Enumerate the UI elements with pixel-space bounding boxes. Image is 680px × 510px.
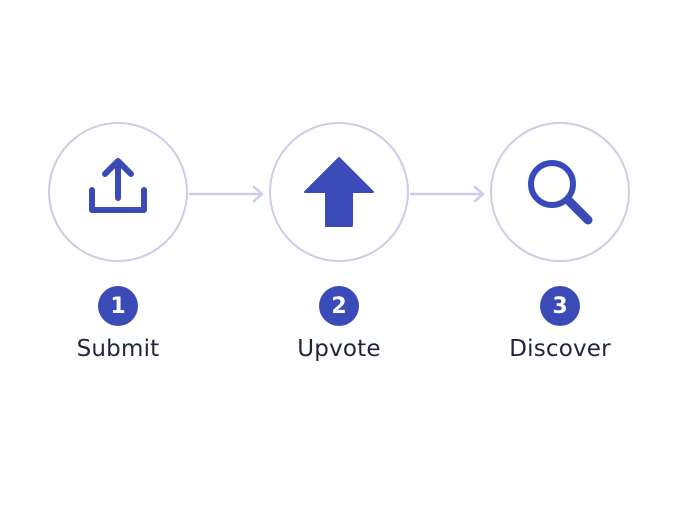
step-discover: 3 Discover [480,122,640,362]
step-submit: 1 Submit [38,122,198,362]
step-circle [490,122,630,262]
step-label: Discover [509,336,611,362]
step-upvote: 2 Upvote [259,122,419,362]
step-label: Submit [76,336,160,362]
step-circle [269,122,409,262]
arrow-connector [188,182,268,206]
arrow-connector [409,182,489,206]
step-number-badge: 1 [98,286,138,326]
step-number-badge: 3 [540,286,580,326]
step-number-badge: 2 [319,286,359,326]
arrow-right-icon [409,185,485,203]
upload-icon [89,158,147,213]
step-label: Upvote [297,336,381,362]
step-circle [48,122,188,262]
upvote-arrow-icon [304,157,374,227]
search-icon [528,160,593,225]
arrow-right-icon [188,185,264,203]
